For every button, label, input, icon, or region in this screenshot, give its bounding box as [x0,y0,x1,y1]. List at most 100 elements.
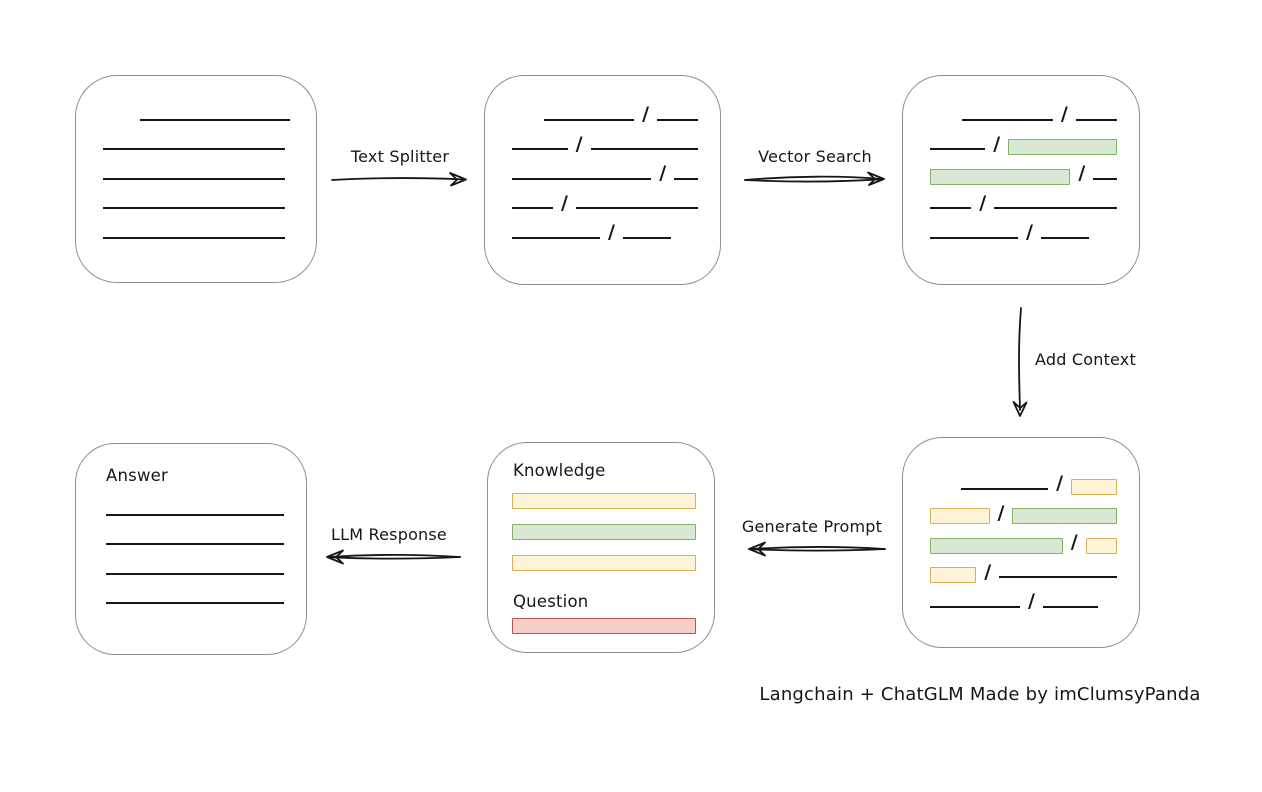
left-arrow-icon [326,549,461,565]
prompt-bar-yellow [512,555,696,571]
slash-separator: / [1078,162,1086,185]
text-row [103,181,294,211]
highlight-chunk-green [930,168,1071,185]
text-line [590,148,698,150]
left-arrow-icon [748,541,886,557]
right-arrow-icon [744,171,885,186]
highlight-chunk-green [1008,139,1117,155]
slash-separator: / [1060,103,1068,126]
knowledge-bars [488,493,714,571]
text-line [103,236,285,239]
text-line [930,207,972,209]
text-row: / [930,92,1117,126]
text-splitter-label: Text Splitter [350,147,450,166]
vector-search-result-lines: / / / / / [903,76,1139,284]
text-row: / [512,122,698,155]
text-row: / [930,579,1117,611]
text-row: / [930,181,1117,214]
answer-label: Answer [106,466,168,485]
text-row [106,546,284,576]
text-row: / [930,520,1117,554]
text-line [106,572,284,575]
text-line [622,236,671,239]
text-line [512,177,652,180]
text-row: / [930,491,1117,524]
text-line [512,236,600,239]
text-row: / [512,92,698,126]
text-line [674,177,698,180]
text-row [106,487,284,517]
slash-separator: / [984,560,992,583]
text-line [1042,605,1098,608]
arrow-add-context: Add Context [1005,306,1155,424]
generate-prompt-label: Generate Prompt [741,517,883,536]
slash-separator: / [1056,472,1064,495]
text-line [930,148,986,150]
text-line [930,605,1020,608]
highlight-chunk-yellow [1085,537,1117,554]
highlight-chunk-green [930,537,1063,554]
box-answer: Answer [75,443,307,655]
box-split-text: / / / / / [484,75,721,285]
context-added-lines: ///// [903,438,1139,647]
slash-separator: / [561,191,568,214]
box-source-document [75,75,317,283]
down-arrow-icon [1012,307,1028,417]
prompt-bar-green [512,524,696,540]
text-line [961,487,1049,490]
text-line [575,207,698,209]
text-line [999,576,1117,578]
llm-response-label: LLM Response [331,525,447,544]
question-label: Question [513,592,589,611]
slash-separator: / [642,103,650,126]
text-row: / [512,210,698,244]
text-row: / [930,210,1117,244]
diagram-caption: Langchain + ChatGLM Made by imClumsyPand… [759,684,1201,705]
text-line [930,236,1018,239]
vector-search-label: Vector Search [758,147,872,166]
text-row [106,517,284,547]
text-line [106,513,284,516]
arrow-vector-search: Vector Search [742,147,888,190]
slash-separator: / [608,221,615,244]
text-line [106,543,284,545]
slash-separator: / [575,132,583,155]
highlight-chunk-yellow [930,567,977,583]
slash-separator: / [659,162,667,185]
prompt-bar-yellow [512,493,696,509]
text-line [512,207,553,209]
text-row [103,210,294,240]
text-line [962,118,1053,121]
box-prompt: Knowledge Question [487,442,715,653]
knowledge-label: Knowledge [513,461,606,480]
slash-separator: / [997,501,1005,524]
text-row [103,151,294,181]
slash-separator: / [979,191,987,214]
question-bars [488,618,714,634]
slash-separator: / [1070,531,1078,554]
text-line [103,148,285,150]
text-line [512,148,568,150]
prompt-bar-red [512,618,696,634]
arrow-generate-prompt: Generate Prompt [736,517,888,560]
text-row: / [512,151,698,185]
text-line [103,177,285,180]
text-row [103,122,294,152]
slash-separator: / [993,132,1001,155]
text-row: / [512,181,698,214]
arrow-text-splitter: Text Splitter [330,147,470,190]
source-document-lines [76,76,316,282]
answer-lines [76,485,306,605]
text-row: / [930,122,1117,155]
text-line [1093,177,1117,180]
box-vector-search-result: / / / / / [902,75,1140,285]
text-row [103,92,294,122]
text-row [106,576,284,606]
text-row: / [930,461,1117,495]
text-line [657,118,698,121]
slash-separator: / [1026,221,1033,244]
text-line [544,118,635,121]
text-line [106,602,284,604]
split-text-lines: / / / / / [485,76,720,284]
